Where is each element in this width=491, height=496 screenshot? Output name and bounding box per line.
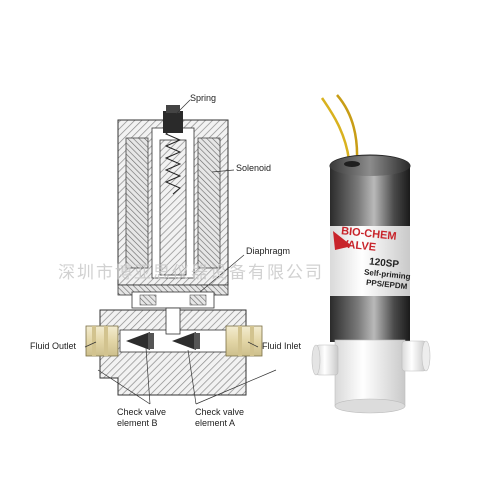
label-fluid-inlet: Fluid Inlet (262, 341, 302, 351)
valve-product-photo (311, 94, 431, 414)
label-check-valve-a-line1: Check valve (195, 407, 245, 417)
label-spring: Spring (190, 93, 217, 103)
watermark: 深圳市博亚思仪器设备有限公司 (58, 263, 324, 283)
label-fluid-outlet: Fluid Outlet (30, 341, 77, 351)
label-check-valve-b-line1: Check valve (117, 407, 167, 417)
cross-section-diagram (84, 99, 277, 405)
label-solenoid: Solenoid (236, 163, 272, 173)
label-check-valve-a-line2: element A (195, 418, 236, 428)
label-diaphragm: Diaphragm (246, 246, 291, 256)
label-check-valve-b-line2: element B (117, 418, 158, 428)
